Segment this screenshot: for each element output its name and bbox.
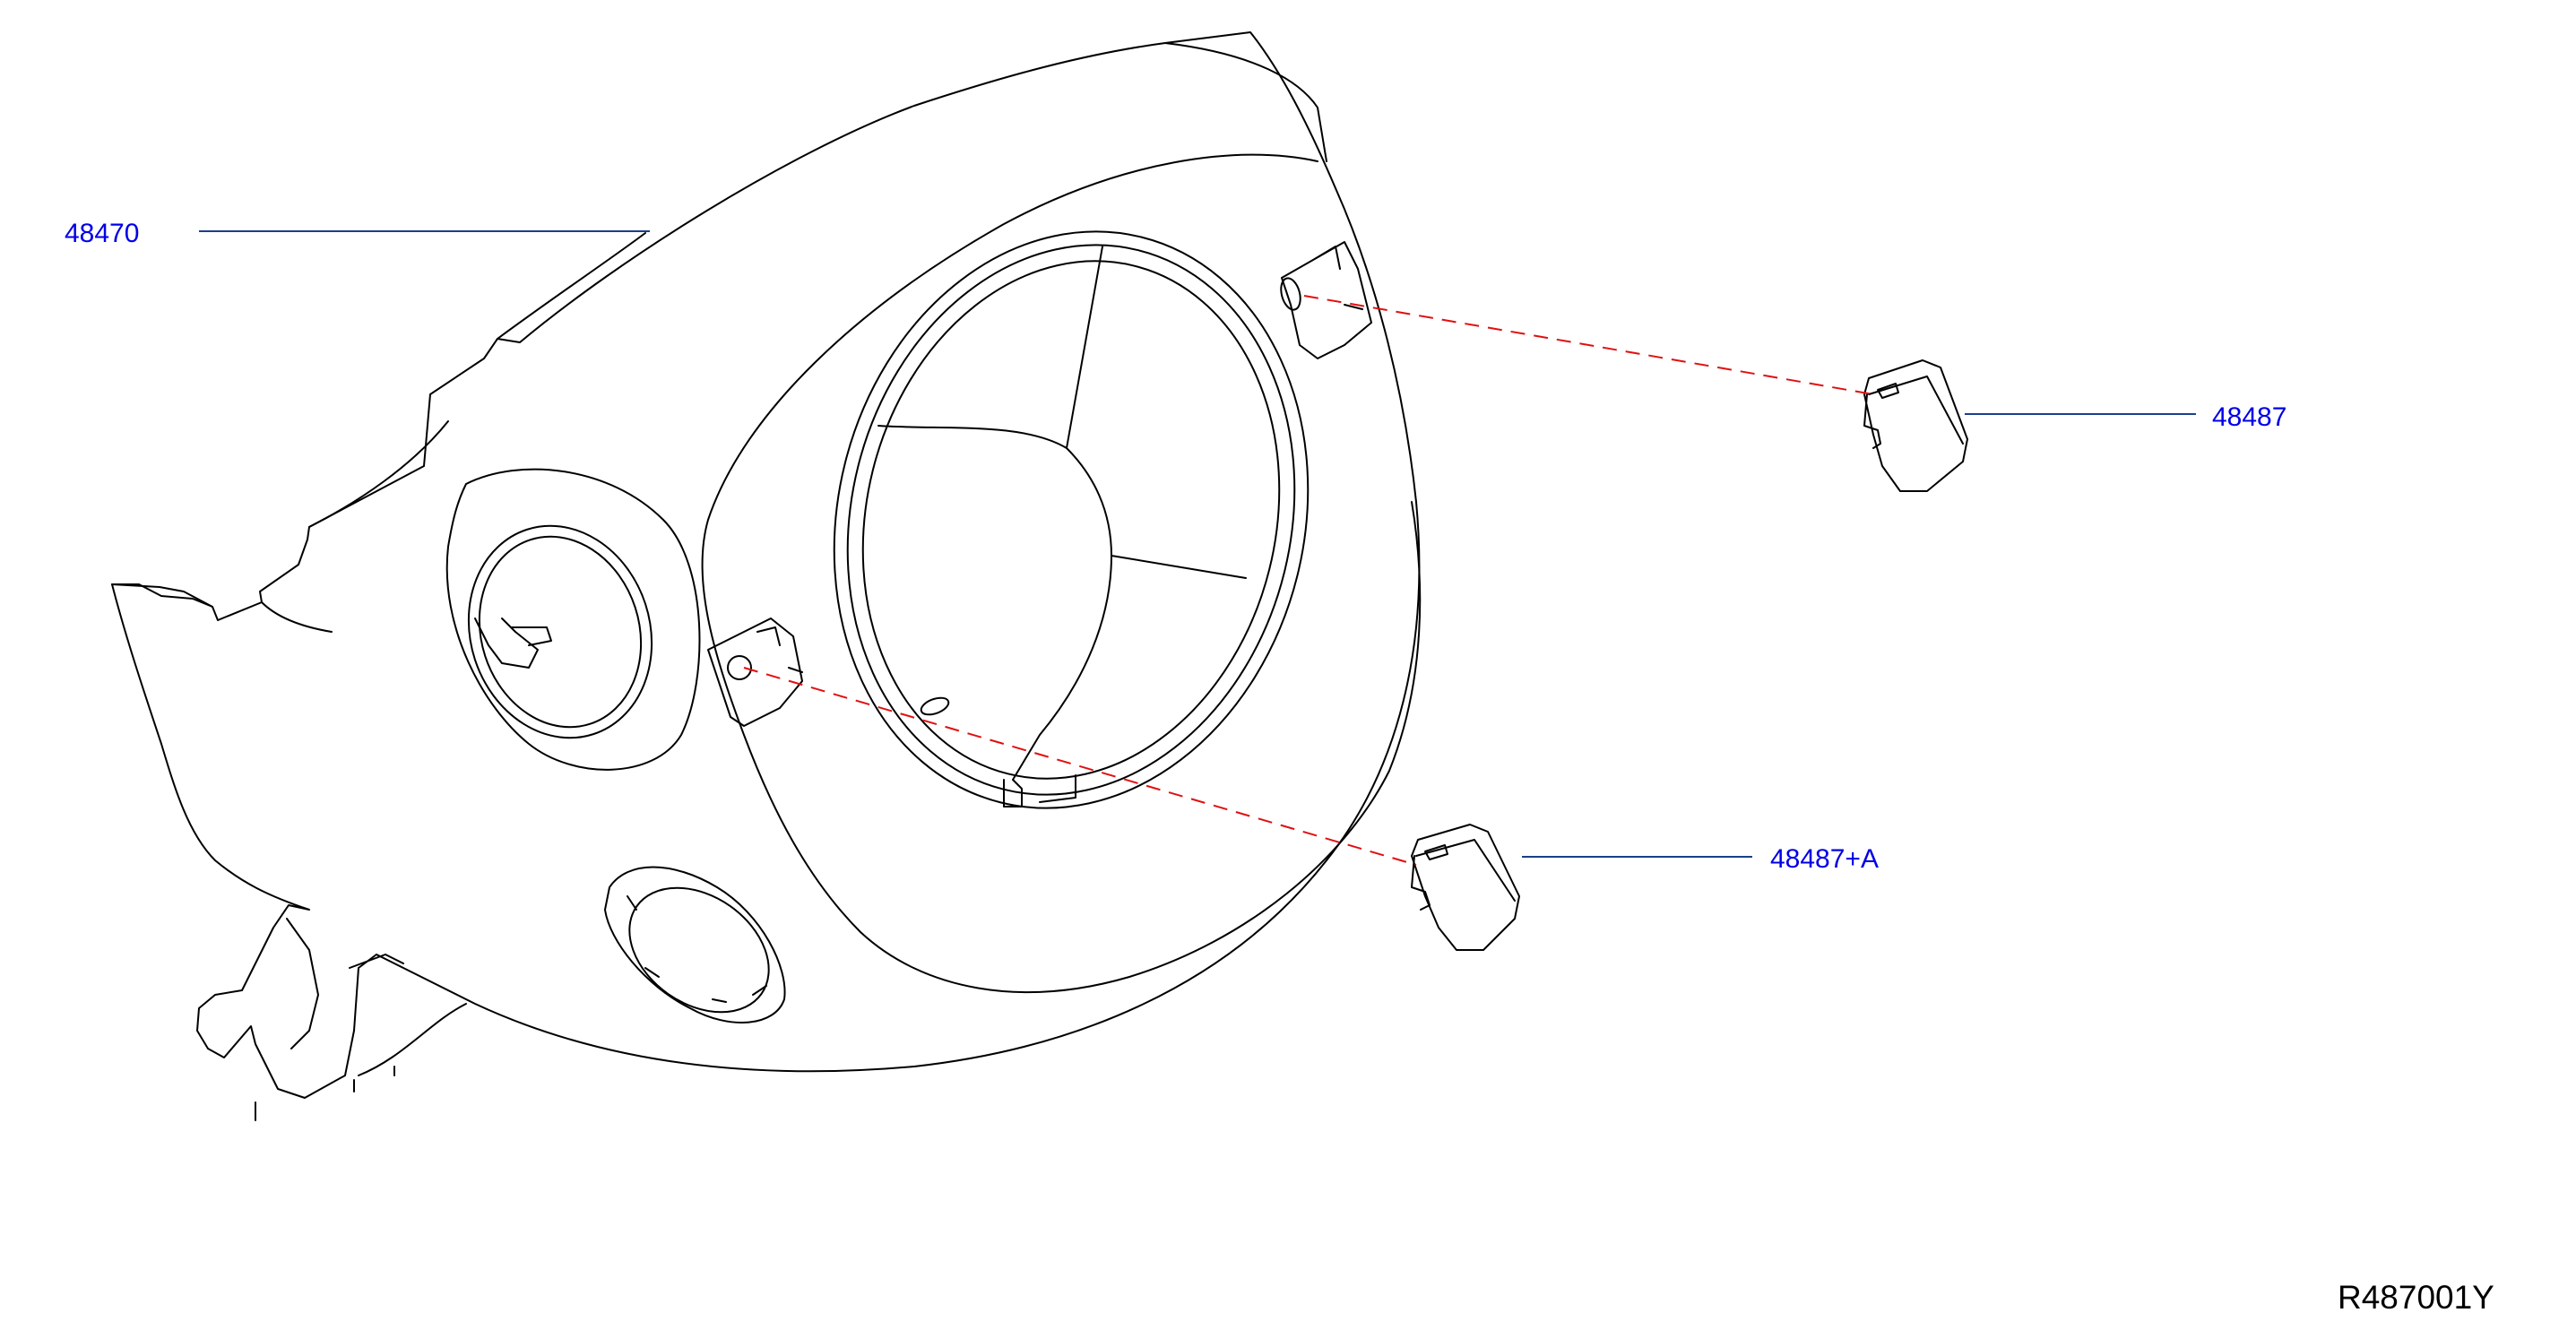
lower-opening-tabs (627, 895, 767, 1003)
left-opening-tab (474, 618, 552, 669)
upper-cap-body (1863, 359, 1968, 492)
callout-48487A: 48487+A (1770, 844, 1879, 874)
left-mount-hole (727, 655, 752, 680)
left-opening-outer (467, 524, 653, 739)
lower-cap-part (1411, 824, 1520, 951)
cover-upper-contour (1164, 42, 1327, 162)
steering-column-cover (111, 31, 1422, 1121)
diagram-code: R487001Y (2338, 1279, 2494, 1316)
lower-opening-rim (604, 866, 786, 1023)
left-mount-clip (707, 618, 803, 727)
bottom-bracket (255, 918, 467, 1121)
upper-cap-part (1863, 359, 1968, 492)
left-opening-inner (478, 535, 643, 729)
main-opening-slot (920, 696, 950, 716)
lower-cap-tab (1424, 844, 1448, 860)
right-mount-hole (1280, 277, 1301, 311)
cover-left-lip (111, 232, 646, 633)
lower-cap-body (1411, 824, 1520, 951)
left-opening-rim (445, 468, 701, 771)
callout-48487: 48487 (2212, 402, 2286, 432)
main-opening-inner (861, 260, 1281, 780)
assembly-line-lower (743, 667, 1417, 866)
lower-opening-inner (628, 886, 770, 1014)
upper-cap-tab (1877, 383, 1899, 399)
main-opening-ring (846, 244, 1296, 796)
main-opening-interior (877, 246, 1247, 808)
cover-outer-shell (111, 31, 1421, 1099)
cover-inner-contour (701, 153, 1422, 994)
assembly-line-upper (1303, 295, 1874, 395)
callout-48470: 48470 (65, 219, 139, 248)
main-opening-outer (833, 230, 1310, 809)
right-mount-clip (1281, 241, 1372, 359)
